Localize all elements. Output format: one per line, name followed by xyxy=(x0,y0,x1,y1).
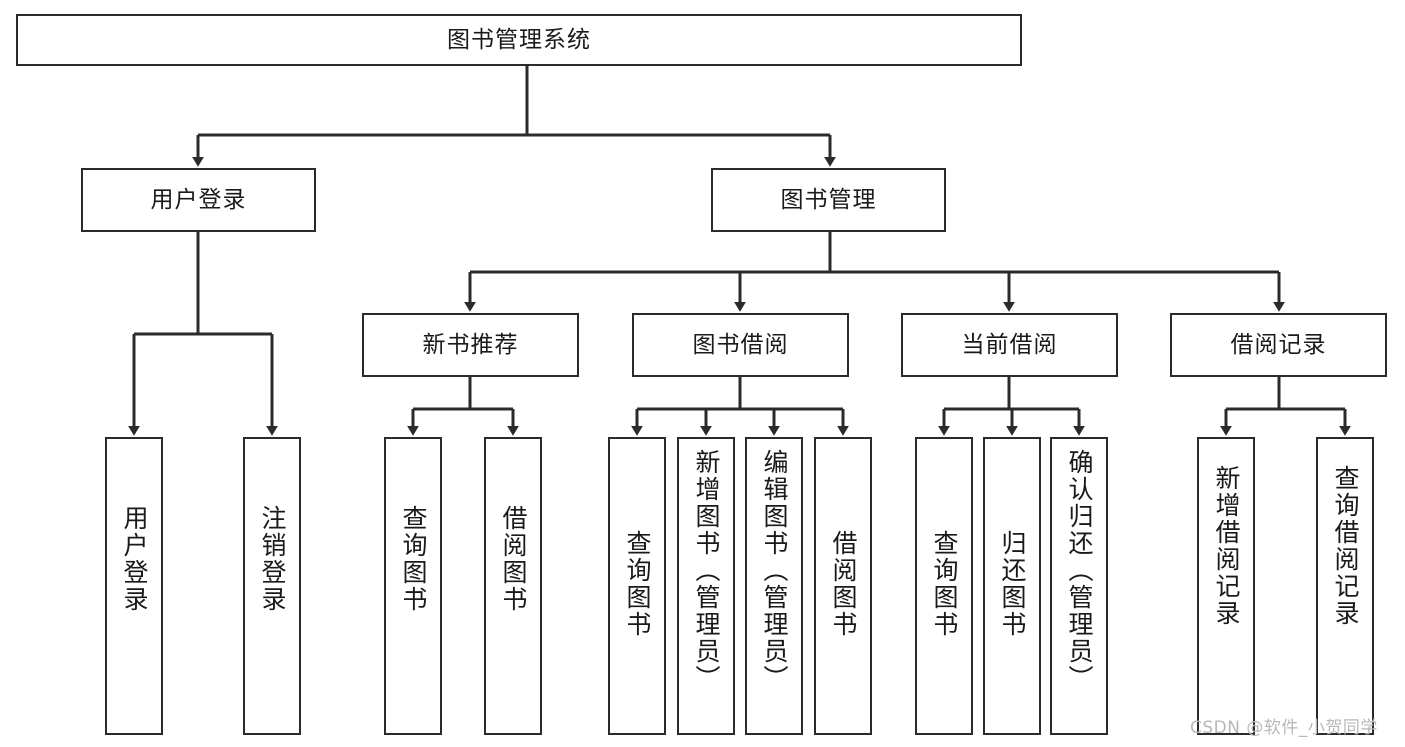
leaf-user-login-label: 用户登录 xyxy=(120,505,149,613)
leaf-rec-add[interactable]: 新增借阅记录 xyxy=(1197,437,1255,735)
node-current-borrow-label: 当前借阅 xyxy=(961,331,1058,358)
node-current-borrow[interactable]: 当前借阅 xyxy=(901,313,1118,377)
leaf-borrow-lend-label: 借阅图书 xyxy=(829,530,858,638)
node-new-book-rec[interactable]: 新书推荐 xyxy=(362,313,579,377)
leaf-rec-borrow-label: 借阅图书 xyxy=(499,505,528,613)
leaf-rec-add-label: 新增借阅记录 xyxy=(1212,465,1241,627)
node-user-login[interactable]: 用户登录 xyxy=(81,168,316,232)
node-new-book-rec-label: 新书推荐 xyxy=(422,331,519,358)
leaf-cur-return[interactable]: 归还图书 xyxy=(983,437,1041,735)
leaf-cur-confirm-label: 确认归还（管理员） xyxy=(1065,449,1094,692)
node-root[interactable]: 图书管理系统 xyxy=(16,14,1022,66)
leaf-rec-borrow[interactable]: 借阅图书 xyxy=(484,437,542,735)
node-book-borrow[interactable]: 图书借阅 xyxy=(632,313,849,377)
leaf-rec-query[interactable]: 查询图书 xyxy=(384,437,442,735)
leaf-borrow-add[interactable]: 新增图书（管理员） xyxy=(677,437,735,735)
leaf-borrow-query[interactable]: 查询图书 xyxy=(608,437,666,735)
leaf-cur-confirm[interactable]: 确认归还（管理员） xyxy=(1050,437,1108,735)
node-user-login-label: 用户登录 xyxy=(150,186,247,213)
leaf-cur-query-label: 查询图书 xyxy=(930,530,959,638)
node-root-label: 图书管理系统 xyxy=(447,26,591,53)
node-book-manage[interactable]: 图书管理 xyxy=(711,168,946,232)
node-book-manage-label: 图书管理 xyxy=(780,186,877,213)
leaf-borrow-add-label: 新增图书（管理员） xyxy=(692,449,721,692)
leaf-user-logout-label: 注销登录 xyxy=(258,505,287,613)
leaf-user-login[interactable]: 用户登录 xyxy=(105,437,163,735)
node-borrow-record[interactable]: 借阅记录 xyxy=(1170,313,1387,377)
leaf-rec-query-label: 查询图书 xyxy=(399,505,428,613)
watermark: CSDN @软件_小贺同学 xyxy=(1190,718,1378,738)
leaf-rec-search-label: 查询借阅记录 xyxy=(1331,465,1360,627)
leaf-borrow-lend[interactable]: 借阅图书 xyxy=(814,437,872,735)
leaf-rec-search[interactable]: 查询借阅记录 xyxy=(1316,437,1374,735)
leaf-borrow-query-label: 查询图书 xyxy=(623,530,652,638)
leaf-borrow-edit-label: 编辑图书（管理员） xyxy=(760,449,789,692)
leaf-cur-return-label: 归还图书 xyxy=(998,530,1027,638)
leaf-cur-query[interactable]: 查询图书 xyxy=(915,437,973,735)
node-borrow-record-label: 借阅记录 xyxy=(1230,331,1327,358)
node-book-borrow-label: 图书借阅 xyxy=(692,331,789,358)
leaf-user-logout[interactable]: 注销登录 xyxy=(243,437,301,735)
leaf-borrow-edit[interactable]: 编辑图书（管理员） xyxy=(745,437,803,735)
